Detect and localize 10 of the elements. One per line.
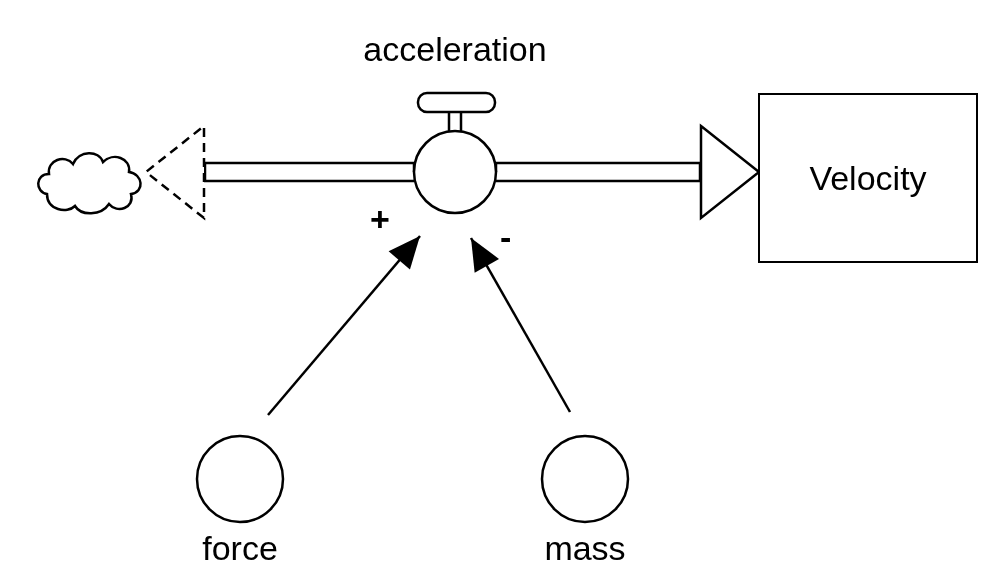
arrow — [469, 237, 572, 413]
flow-pipe — [144, 124, 416, 220]
variable-label: mass — [544, 531, 626, 565]
variable-label: force — [202, 531, 278, 565]
stock-label: Velocity — [809, 158, 927, 198]
polarity-sign: + — [370, 202, 390, 236]
stock-box — [758, 93, 978, 263]
arrow — [267, 235, 421, 416]
polarity-sign: - — [500, 220, 512, 254]
variable-label: acceleration — [363, 32, 547, 66]
